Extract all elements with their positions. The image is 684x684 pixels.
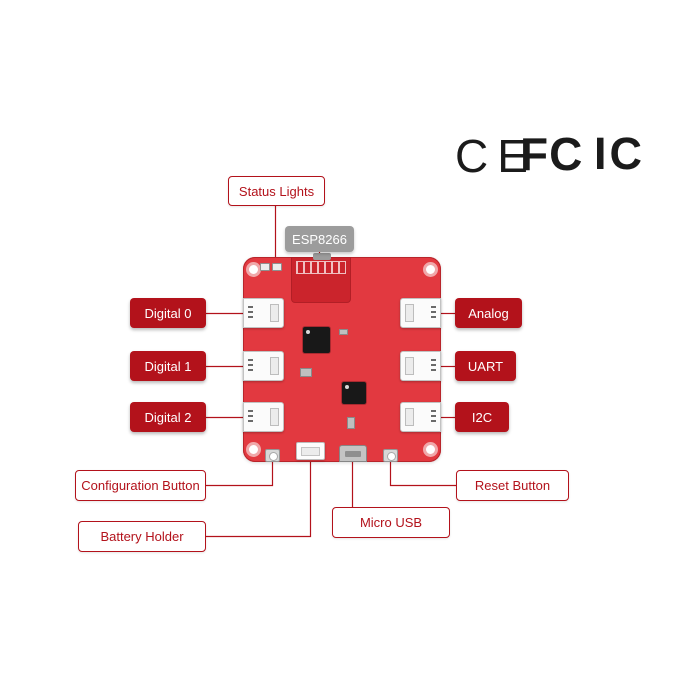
connector-pins [431, 306, 436, 320]
line-battery-holder [205, 462, 312, 538]
esp8266-antenna [296, 261, 346, 274]
callout-configuration-button: Configuration Button [75, 470, 206, 501]
usb-slot [345, 451, 361, 457]
callout-esp8266: ESP8266 [285, 226, 354, 252]
chip-pin1-dot [306, 330, 310, 334]
button-cap [387, 452, 396, 461]
secondary-chip [342, 382, 366, 404]
callout-i2c: I2C [455, 402, 509, 432]
callout-analog: Analog [455, 298, 522, 328]
esp8266-module [291, 257, 351, 303]
micro-usb-port [339, 445, 367, 462]
connector-slot [270, 357, 279, 375]
grove-connector-digital0 [243, 298, 284, 328]
grove-connector-digital2 [243, 402, 284, 432]
connector-slot [405, 304, 414, 322]
connector-pins [248, 410, 253, 424]
passive-component [339, 329, 348, 335]
fcc-mark: FC [520, 128, 584, 180]
callout-digital-2: Digital 2 [130, 402, 206, 432]
connector-pins [431, 359, 436, 373]
mounting-hole-bottom-right [423, 442, 438, 457]
connector-pins [248, 306, 253, 320]
grove-connector-digital1 [243, 351, 284, 381]
status-led-2 [272, 263, 282, 271]
callout-reset-button: Reset Button [456, 470, 569, 501]
grove-connector-i2c [400, 402, 441, 432]
mounting-hole-top-right [423, 262, 438, 277]
battery-connector [296, 442, 325, 460]
passive-component [347, 417, 355, 429]
reset-button-component [383, 449, 398, 462]
wio-link-board [243, 253, 441, 462]
status-led-1 [260, 263, 270, 271]
mounting-hole-bottom-left [246, 442, 261, 457]
line-reset-button [389, 460, 456, 487]
chip-pin1-dot [345, 385, 349, 389]
callout-digital-0: Digital 0 [130, 298, 206, 328]
button-cap [269, 452, 278, 461]
callout-digital-1: Digital 1 [130, 351, 206, 381]
connector-slot [405, 408, 414, 426]
ic-mark: IC [594, 128, 645, 179]
connector-slot [405, 357, 414, 375]
connector-pins [248, 359, 253, 373]
grove-connector-analog [400, 298, 441, 328]
passive-component [300, 368, 312, 377]
grove-connector-uart [400, 351, 441, 381]
module-tab [313, 253, 331, 260]
line-configuration-button [205, 460, 274, 487]
connector-pins [431, 410, 436, 424]
connector-slot [270, 408, 279, 426]
callout-battery-holder: Battery Holder [78, 521, 206, 552]
callout-status-lights: Status Lights [228, 176, 325, 206]
ce-mark: CE [455, 130, 537, 182]
connector-slot [270, 304, 279, 322]
main-chip [303, 327, 330, 353]
callout-uart: UART [455, 351, 516, 381]
callout-micro-usb: Micro USB [332, 507, 450, 538]
battery-slot [301, 447, 320, 456]
configuration-button-component [265, 449, 280, 462]
mounting-hole-top-left [246, 262, 261, 277]
